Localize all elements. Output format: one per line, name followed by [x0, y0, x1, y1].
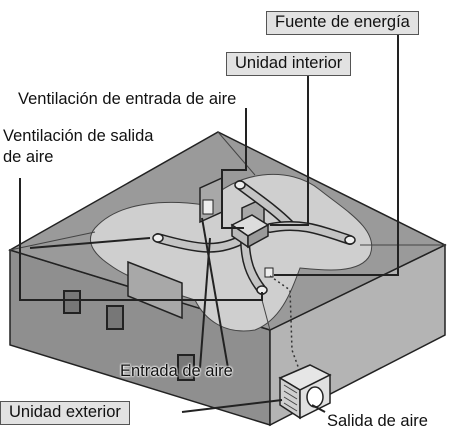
window [106, 305, 124, 330]
window [177, 354, 195, 381]
duct-end [152, 233, 164, 243]
interior-panel [127, 260, 183, 320]
window [63, 290, 81, 314]
fan-icon [306, 386, 324, 408]
air-intake-label: Entrada de aire [120, 362, 233, 380]
duct-end [344, 235, 356, 245]
duct-end [234, 180, 246, 190]
power-source-label: Fuente de energía [266, 11, 419, 35]
air-exhaust-label: Salida de aire [327, 412, 428, 430]
roof-edges [9, 131, 445, 331]
wall-panel [202, 199, 214, 215]
indoor-unit-shape [247, 223, 269, 249]
air-inlet-vent-label: Ventilación de entrada de aire [18, 90, 237, 108]
indoor-unit-label: Unidad interior [226, 52, 352, 76]
grille-icon [283, 384, 298, 412]
air-outlet-vent-label-line2: de aire [3, 148, 54, 166]
air-outlet-vent-label-line1: Ventilación de salida [3, 127, 154, 145]
power-box [264, 267, 274, 278]
outdoor-unit-label: Unidad exterior [0, 401, 130, 425]
power-cable [269, 275, 301, 373]
leader-lines [19, 33, 399, 413]
